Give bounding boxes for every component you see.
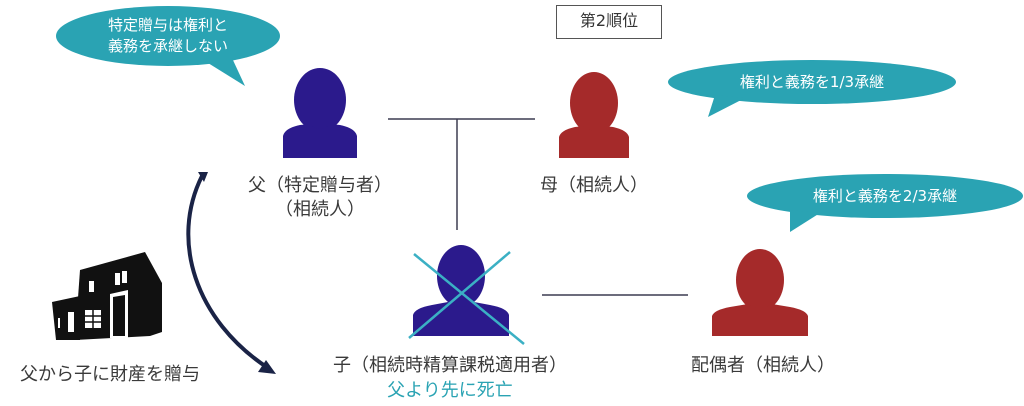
spouse-person-icon xyxy=(712,249,808,336)
bubble-father-text: 特定贈与は権利と 義務を承継しない xyxy=(68,15,268,57)
gift-arrow-tail xyxy=(198,172,208,182)
father-label-line2: （相続人） xyxy=(275,199,365,220)
mother-person-icon xyxy=(559,72,629,158)
bubble-mother-shape xyxy=(668,60,956,117)
child-label: 子（相続時精算課税適用者） xyxy=(333,355,567,376)
father-person-icon xyxy=(283,68,357,158)
gift-arrow-head-icon xyxy=(258,360,276,374)
father-label: 父（特定贈与者） （相続人） xyxy=(220,174,420,222)
bubble-spouse-text: 権利と義務を2/3承継 xyxy=(812,187,958,205)
bubble-father-line1: 特定贈与は権利と xyxy=(107,16,228,34)
spouse-label: 配偶者（相続人） xyxy=(691,355,835,376)
rank-box: 第2順位 xyxy=(556,5,662,39)
deceased-cross-icon xyxy=(408,251,525,345)
gift-arrow-curve xyxy=(186,174,270,370)
bubble-spouse-shape xyxy=(747,174,1023,232)
house-icon xyxy=(52,252,162,340)
mother-label: 母（相続人） xyxy=(540,175,648,196)
gift-label: 父から子に財産を贈与 xyxy=(20,364,200,385)
bubble-father-line2: 義務を承継しない xyxy=(107,37,228,55)
bubble-mother-text: 権利と義務を1/3承継 xyxy=(739,73,885,91)
father-label-line1: 父（特定贈与者） xyxy=(248,175,392,196)
bubble-father-shape xyxy=(56,6,280,86)
child-death-note: 父より先に死亡 xyxy=(387,380,513,401)
